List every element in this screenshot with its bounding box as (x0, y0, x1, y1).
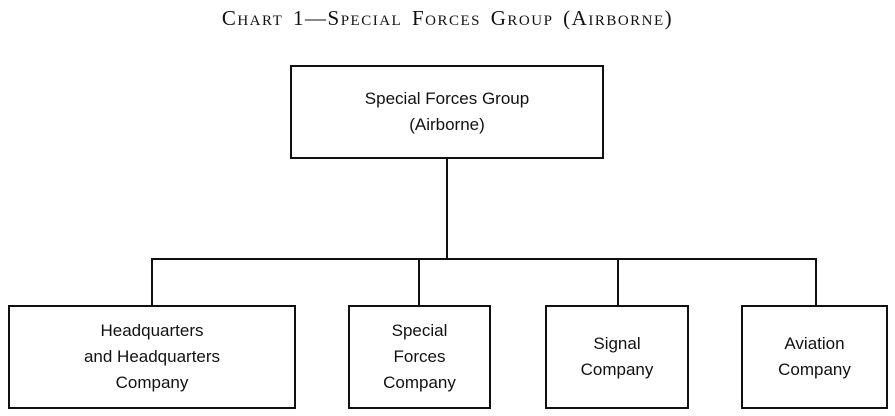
chart-title: Chart 1—Special Forces Group (Airborne) (221, 6, 674, 30)
node-headquarters-company: Headquarters and Headquarters Company (8, 305, 296, 409)
node-label-special-forces-company: Special Forces Company (383, 321, 456, 392)
node-signal-company: Signal Company (545, 305, 689, 409)
node-special-forces-group: Special Forces Group (Airborne) (290, 65, 604, 159)
node-label-special-forces-group: Special Forces Group (Airborne) (364, 89, 530, 134)
node-label-aviation-company: Aviation Company (778, 334, 851, 379)
node-special-forces-company: Special Forces Company (348, 305, 491, 409)
node-label-signal-company: Signal Company (580, 334, 654, 379)
node-aviation-company: Aviation Company (741, 305, 888, 409)
node-label-headquarters-company: Headquarters and Headquarters Company (83, 321, 221, 392)
